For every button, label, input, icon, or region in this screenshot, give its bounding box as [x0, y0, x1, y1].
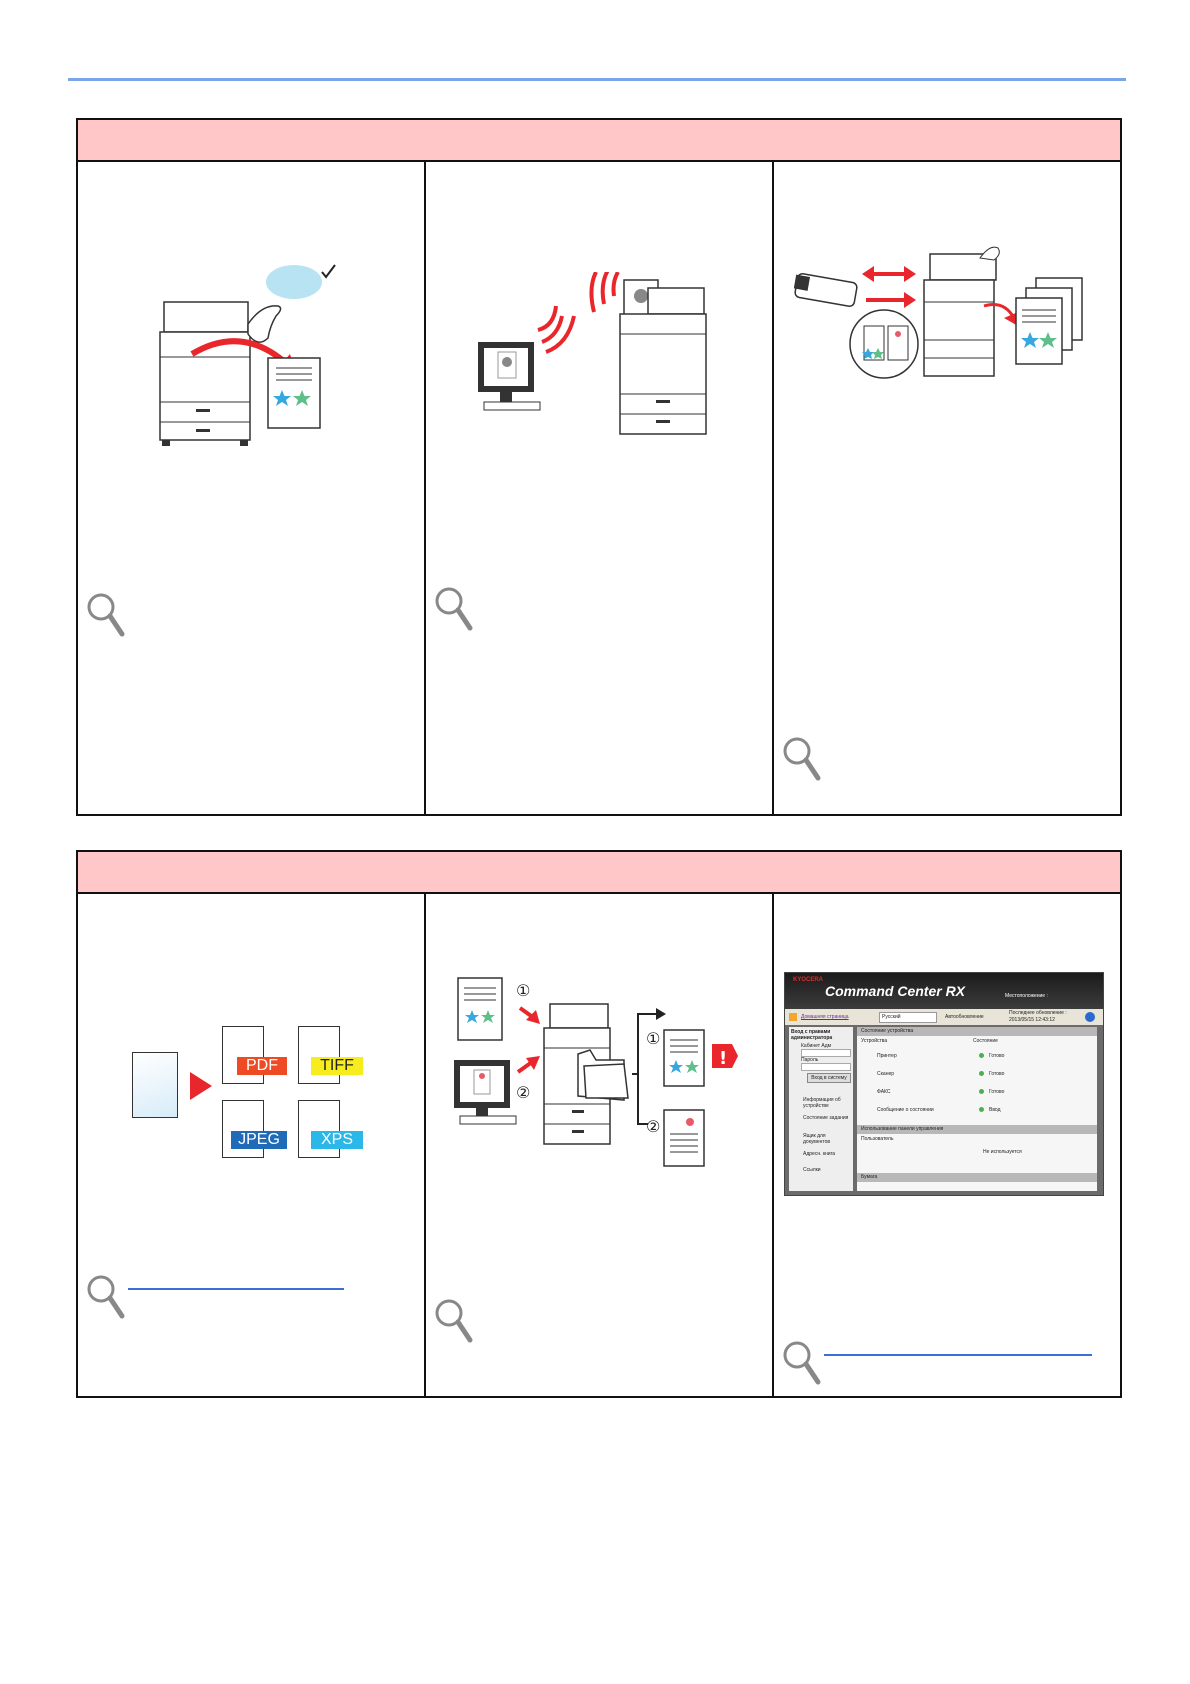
status-dot-icon: [979, 1053, 984, 1058]
format-label-jpeg: JPEG: [231, 1131, 287, 1149]
refresh-icon[interactable]: [1085, 1012, 1095, 1022]
cc-login-user-label: Кабинет Адм: [801, 1043, 832, 1049]
status-dot-icon: [979, 1089, 984, 1094]
usb-memory-illustration: [794, 246, 1083, 379]
job-box-illustration: ① ②: [454, 977, 738, 1167]
step-marker-1: ①: [516, 981, 530, 1000]
feature-cell-wireless: [424, 162, 772, 814]
reference-magnifier-icon: [87, 1275, 125, 1319]
reference-magnifier-icon: [435, 1299, 473, 1343]
feature-cell-usb: [772, 162, 1120, 814]
reference-magnifier-icon: [783, 1341, 821, 1385]
cc-login-password-field[interactable]: [801, 1063, 851, 1071]
reference-magnifier-icon: [783, 737, 821, 781]
step-marker-2: ②: [516, 1083, 530, 1102]
section-1-heading: [78, 120, 1120, 162]
feature-section-1: [76, 118, 1122, 816]
reference-link[interactable]: [824, 1354, 1092, 1356]
wireless-print-illustration: [478, 272, 707, 435]
feature-cell-command-center: KYOCERA Command Center RX Местоположение…: [772, 894, 1120, 1396]
cc-nav-item[interactable]: Ссылки: [803, 1167, 821, 1173]
cc-location-label: Местоположение :: [1005, 993, 1048, 999]
cc-left-panel: Вход с правами администратора Кабинет Ад…: [789, 1027, 853, 1191]
cc-last-update-value: 2013/05/15 12:43:12: [1009, 1017, 1055, 1023]
format-label-pdf: PDF: [237, 1057, 287, 1075]
file-format-pdf: PDF: [222, 1026, 287, 1084]
file-format-jpeg: JPEG: [222, 1100, 287, 1158]
file-format-tiff: TIFF: [298, 1026, 363, 1084]
copy-printer-illustration: [159, 264, 336, 446]
cc-login-button[interactable]: Вход в систему: [807, 1073, 851, 1083]
cc-col-device: Устройства: [861, 1038, 888, 1044]
source-document: [132, 1052, 178, 1118]
cc-title: Command Center RX: [825, 983, 966, 999]
format-label-tiff: TIFF: [311, 1057, 363, 1075]
feature-cell-job-box: ① ②: [424, 894, 772, 1396]
convert-arrow-icon: [190, 1072, 212, 1100]
cc-col-status: Состояние: [973, 1038, 998, 1044]
feature-cell-file-formats: PDF TIFF JPEG XPS: [78, 894, 424, 1396]
status-dot-icon: [979, 1071, 984, 1076]
cc-row-status: Готово: [989, 1071, 1005, 1077]
home-icon: [789, 1013, 797, 1021]
cc-consumables-heading: Использование панели управления: [857, 1125, 1097, 1134]
cc-language-select[interactable]: Русский: [879, 1012, 937, 1023]
cc-row-device: ФАКС: [877, 1089, 891, 1095]
cc-brand-logo: KYOCERA: [793, 977, 824, 983]
cc-nav-item[interactable]: Адресн. книга: [803, 1151, 836, 1157]
cc-row-status: Готово: [989, 1089, 1005, 1095]
result-marker-1: ①: [646, 1029, 660, 1048]
cc-login-user-field[interactable]: [801, 1049, 851, 1057]
file-format-xps: XPS: [298, 1100, 363, 1158]
alert-icon: !: [719, 1048, 727, 1069]
cc-last-update-label: Последнее обновление :: [1009, 1010, 1067, 1016]
cc-main-panel: Состояние устройства Устройства Состояни…: [857, 1027, 1097, 1191]
feature-cell-copy: [78, 162, 424, 814]
cc-row-status: Готово: [989, 1053, 1005, 1059]
cc-row-status: Ввод: [989, 1107, 1001, 1113]
cc-col-user: Пользователь: [861, 1136, 894, 1142]
cc-user-status: Не используется: [983, 1149, 1022, 1155]
top-rule: [68, 78, 1126, 81]
command-center-screenshot: KYOCERA Command Center RX Местоположение…: [784, 972, 1104, 1196]
cc-row-device: Принтер: [877, 1053, 897, 1059]
cc-login-heading: Вход с правами администратора: [791, 1029, 833, 1041]
cc-row-device: Сообщение о состоянии: [877, 1107, 934, 1113]
reference-magnifier-icon: [435, 587, 473, 631]
cc-device-status-heading: Состояние устройства: [857, 1027, 1097, 1036]
cc-header: KYOCERA Command Center RX Местоположение…: [785, 973, 1103, 1009]
cc-nav-item[interactable]: Ящик для документов: [803, 1133, 831, 1145]
cc-login-password-label: Пароль: [801, 1057, 819, 1063]
section-2-heading: [78, 852, 1120, 894]
feature-section-2: PDF TIFF JPEG XPS: [76, 850, 1122, 1398]
cc-toolbar: Домашняя страница Русский Автообновление…: [785, 1009, 1103, 1025]
cc-row-device: Сканер: [877, 1071, 895, 1077]
status-dot-icon: [979, 1107, 984, 1112]
format-label-xps: XPS: [311, 1131, 363, 1149]
cc-auto-refresh[interactable]: Автообновление: [945, 1014, 984, 1020]
cc-nav-item[interactable]: Информация об устройстве: [803, 1097, 841, 1109]
cc-home-link[interactable]: Домашняя страница: [801, 1014, 849, 1020]
cc-paper-heading: Бумага: [857, 1173, 1097, 1182]
reference-link[interactable]: [128, 1288, 344, 1290]
reference-magnifier-icon: [87, 593, 125, 637]
cc-nav-item[interactable]: Состояние задания: [803, 1115, 849, 1121]
result-marker-2: ②: [646, 1117, 660, 1136]
